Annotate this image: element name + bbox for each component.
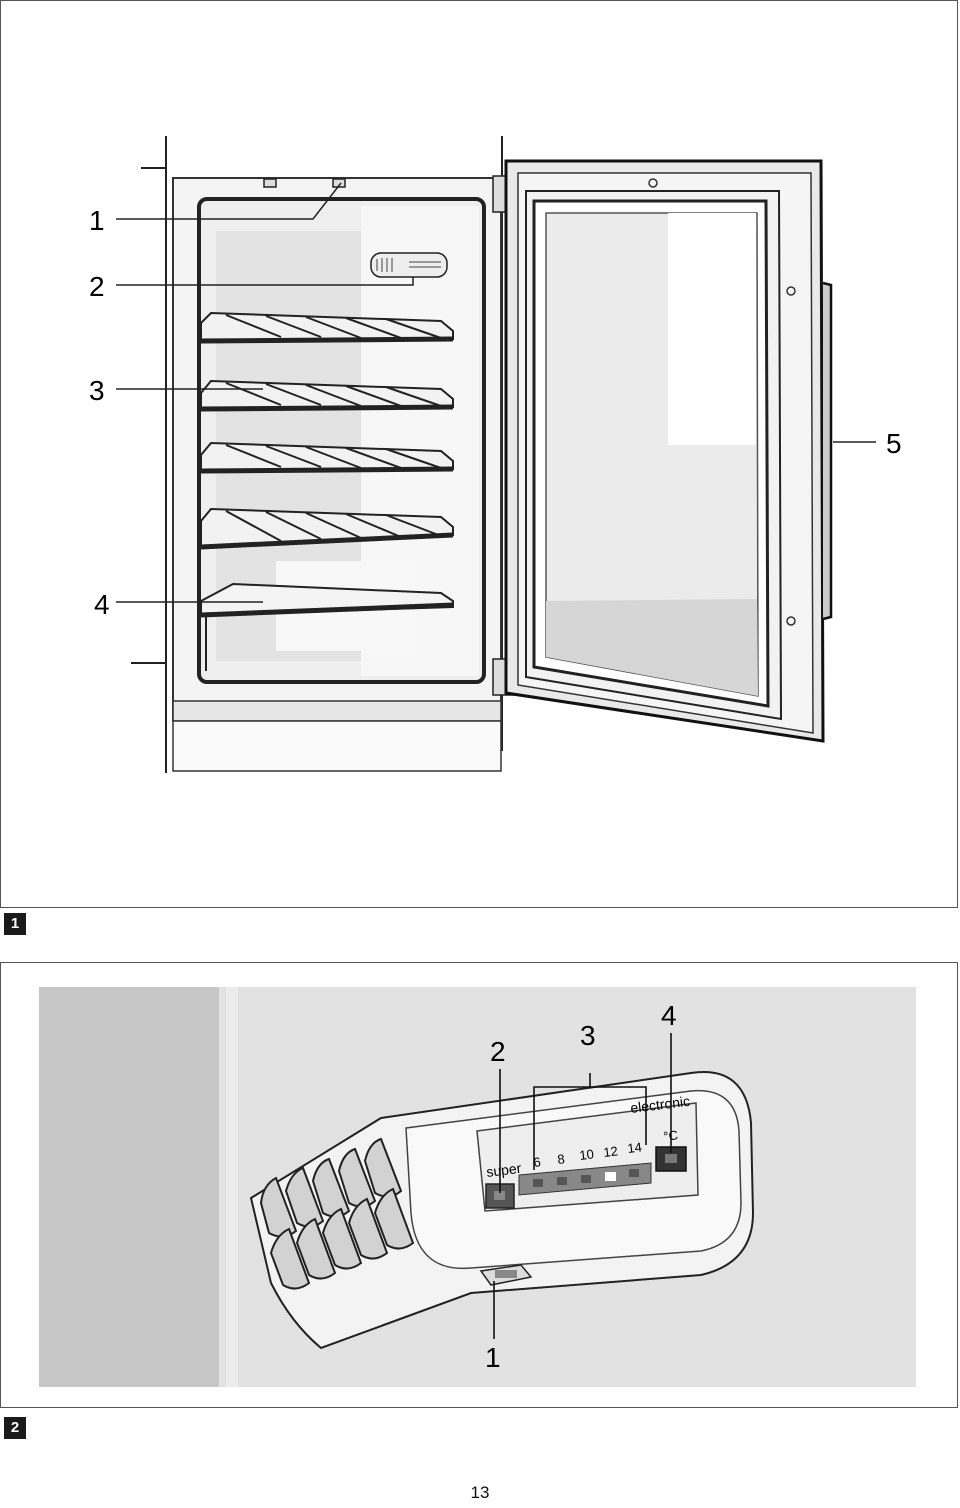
figure-2-frame: electronic super 6 8 10 12 14 °C 2 3 4 1 (0, 962, 958, 1408)
figure-2-badge: 2 (4, 1417, 26, 1439)
scale-12: 12 (603, 1143, 619, 1160)
scale-6: 6 (533, 1154, 542, 1170)
scale-14: 14 (627, 1139, 643, 1156)
brand-label: electronic (629, 1093, 690, 1116)
callout-4: 4 (661, 1000, 677, 1031)
callout-5: 5 (886, 428, 902, 459)
figure-1-illustration: 1 2 3 4 5 (89, 136, 902, 773)
callout-2: 2 (490, 1036, 506, 1067)
callout-1: 1 (89, 205, 105, 236)
callout-1: 1 (485, 1342, 501, 1373)
callout-4: 4 (94, 589, 110, 620)
super-label: super (485, 1160, 522, 1180)
scale-8: 8 (557, 1151, 566, 1167)
callout-3: 3 (580, 1020, 596, 1051)
figure-1-frame: 1 2 3 4 5 (0, 0, 958, 908)
figure-1-badge: 1 (4, 913, 26, 935)
callout-3: 3 (89, 375, 105, 406)
scale-10: 10 (579, 1146, 595, 1163)
page-number: 13 (470, 1483, 490, 1502)
figure-2-illustration: electronic super 6 8 10 12 14 °C 2 3 4 1 (39, 987, 916, 1387)
callout-2: 2 (89, 271, 105, 302)
